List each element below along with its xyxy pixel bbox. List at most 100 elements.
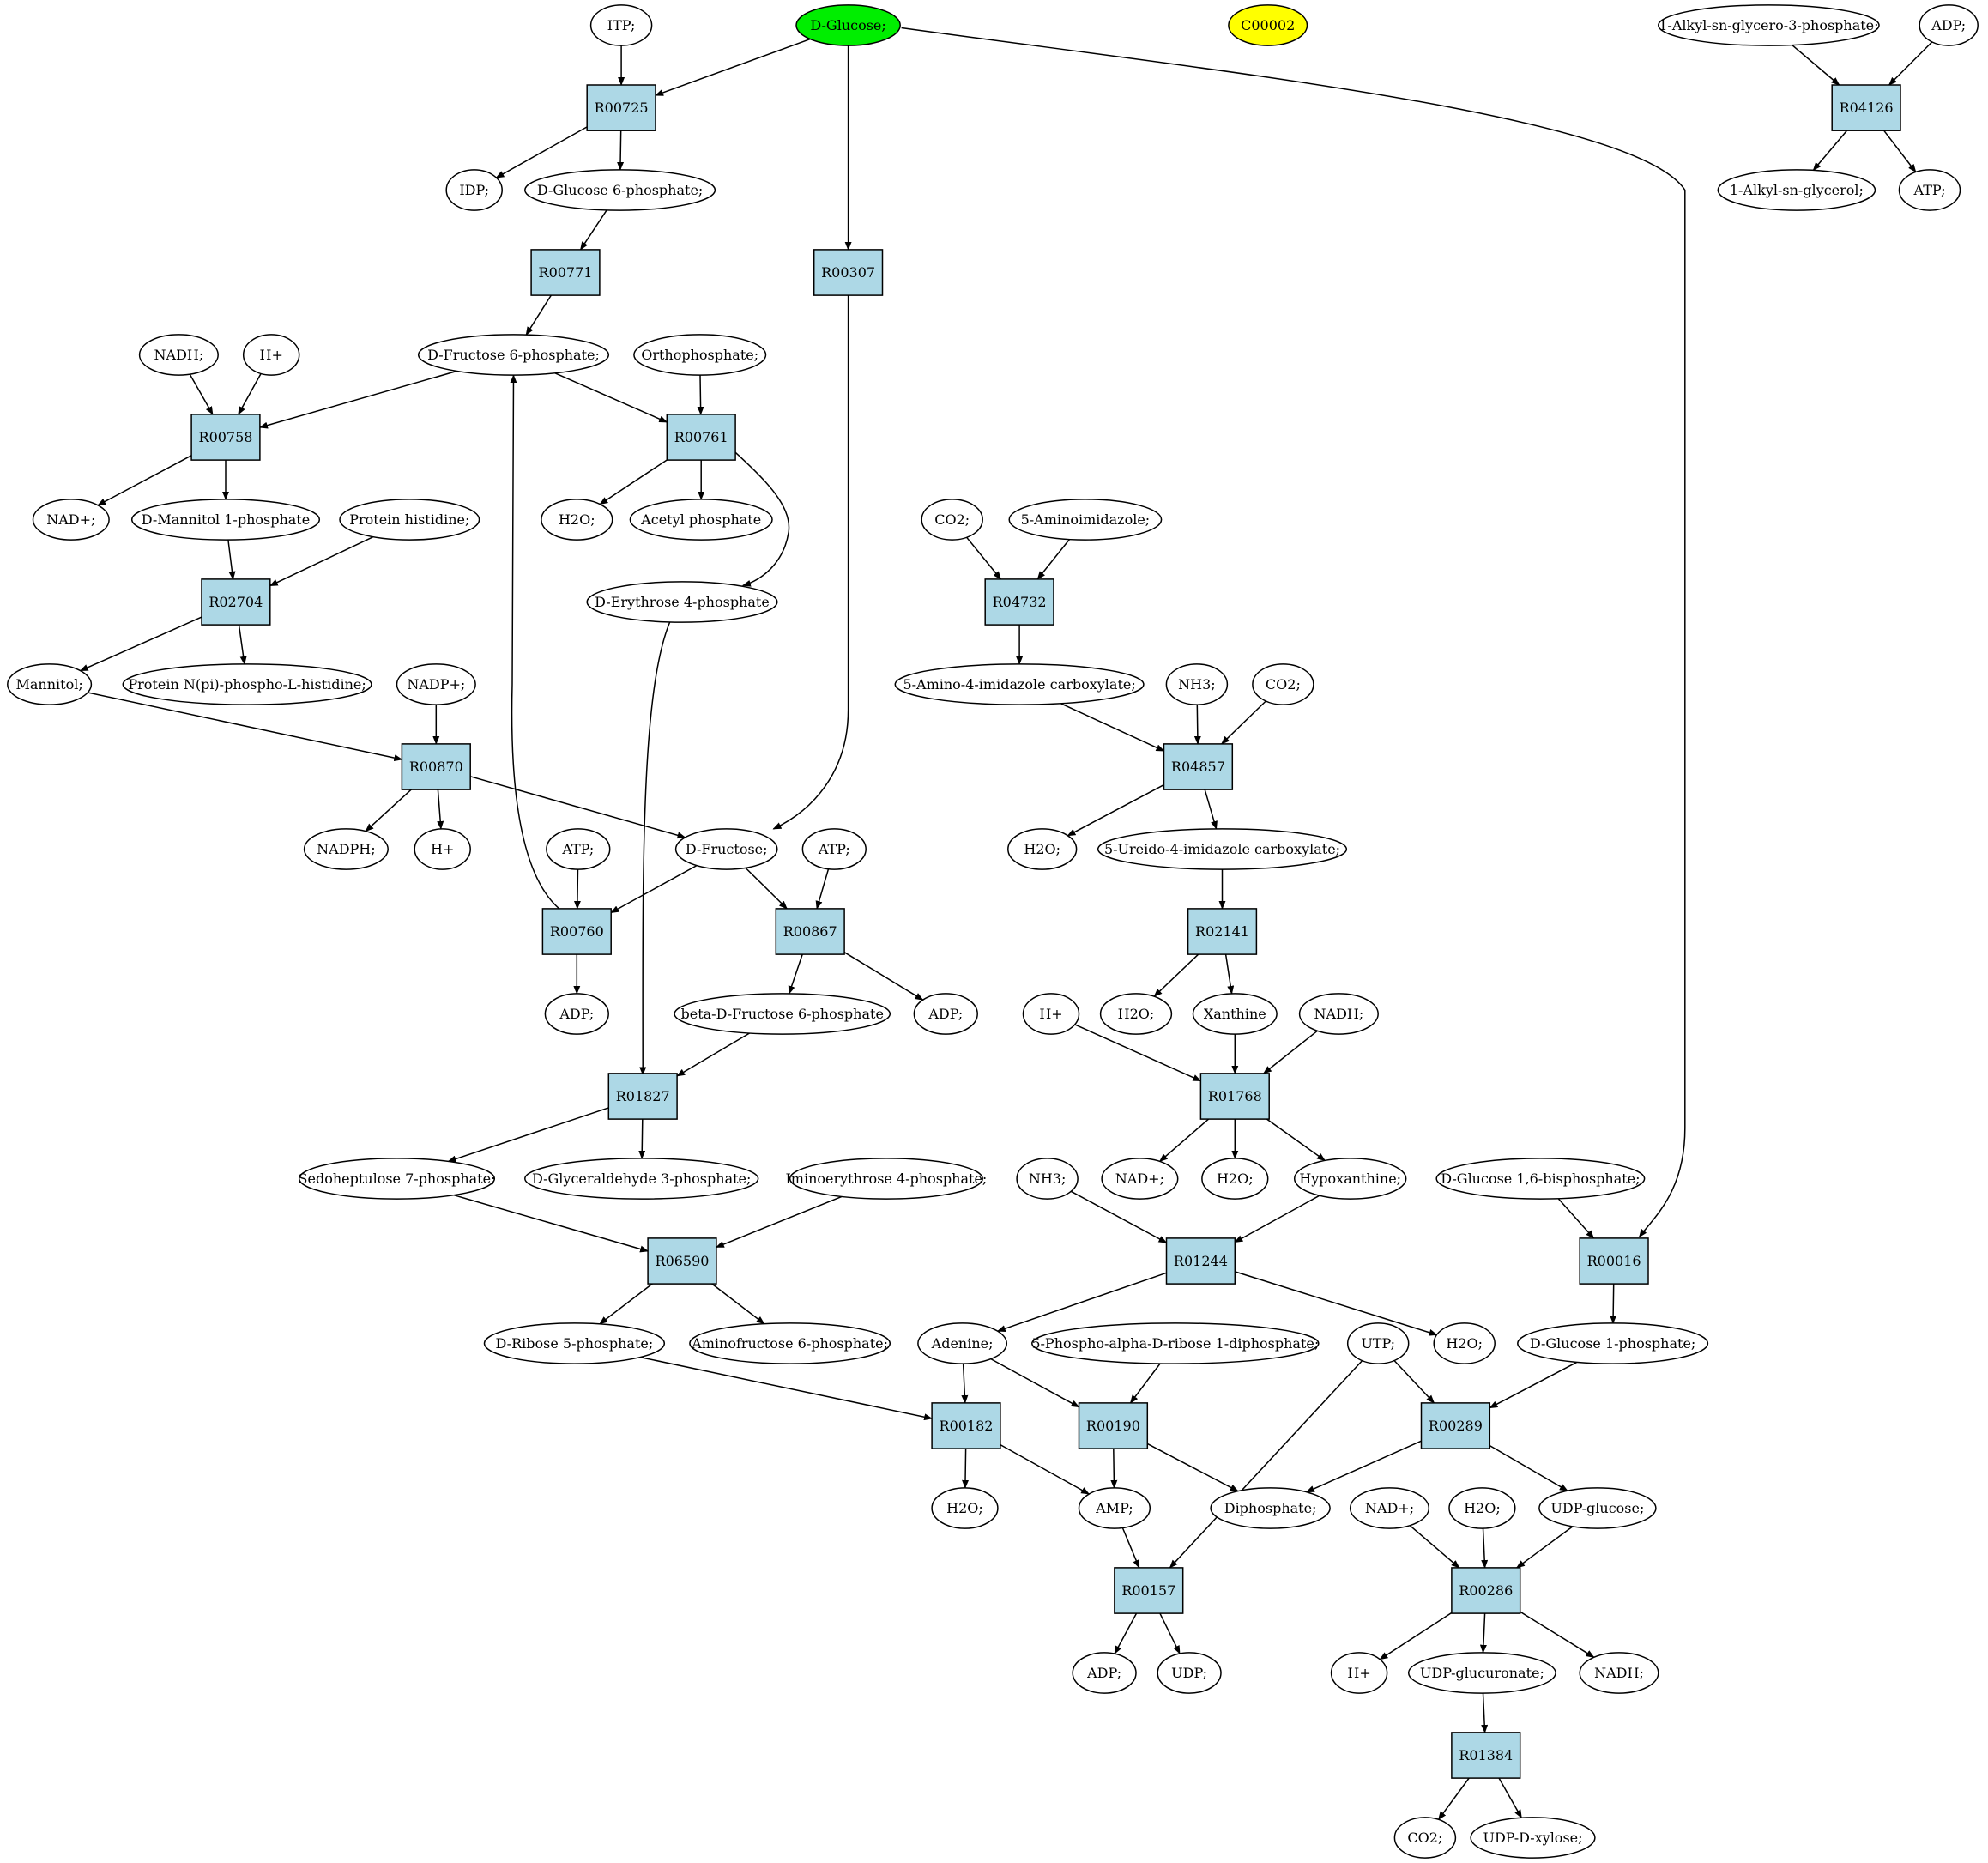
compound-node-h2o-2[interactable]: H2O; [1007, 828, 1078, 870]
compound-node-nad-3[interactable]: NAD+; [1349, 1487, 1430, 1529]
compound-node-g3p[interactable]: D-Glyceraldehyde 3-phosphate; [524, 1158, 759, 1200]
edge-R01244-to-h2o_5 [1235, 1271, 1438, 1336]
compound-node-hypox[interactable]: Hypoxanthine; [1293, 1158, 1407, 1200]
compound-node-mannitol1p[interactable]: D-Mannitol 1-phosphate [130, 499, 321, 541]
compound-node-adp-2[interactable]: ADP; [913, 993, 978, 1035]
compound-node-co2-1[interactable]: CO2; [921, 499, 983, 541]
reaction-node-r02141[interactable]: R02141 [1187, 908, 1258, 955]
reaction-node-r04126[interactable]: R04126 [1831, 84, 1901, 131]
compound-node-h-1[interactable]: H+ [242, 334, 300, 376]
compound-node-af6p[interactable]: Aminofructose 6-phosphate; [689, 1322, 891, 1364]
reaction-box [984, 578, 1054, 626]
compound-node-h2o-6[interactable]: H2O; [931, 1487, 999, 1529]
reaction-node-r00870[interactable]: R00870 [401, 743, 471, 790]
compound-ellipse [1007, 828, 1078, 870]
compound-node-nh3-1[interactable]: NH3; [1165, 663, 1229, 705]
compound-node-atp-1[interactable]: ATP; [546, 828, 611, 870]
compound-node-atp-2[interactable]: ATP; [801, 828, 867, 870]
compound-node-itp[interactable]: ITP; [589, 4, 653, 46]
reaction-node-r00758[interactable]: R00758 [190, 414, 261, 461]
compound-node-f6p[interactable]: D-Fructose 6-phosphate; [417, 334, 610, 376]
compound-node-alkylg3p[interactable]: 1-Alkyl-sn-glycero-3-phosphate; [1658, 4, 1880, 46]
compound-node-nad-1[interactable]: NAD+; [32, 499, 110, 541]
compound-node-udpgluc[interactable]: UDP-glucuronate; [1407, 1652, 1556, 1694]
compound-node-co2-3[interactable]: CO2; [1393, 1817, 1457, 1859]
compound-node-bf6p[interactable]: beta-D-Fructose 6-phosphate [674, 993, 891, 1035]
compound-node-udpxyl[interactable]: UDP-D-xylose; [1470, 1817, 1596, 1859]
compound-node-adenine[interactable]: Adenine; [917, 1322, 1008, 1364]
compound-node-g16bp[interactable]: D-Glucose 1,6-bisphosphate; [1435, 1158, 1646, 1200]
reaction-node-r00182[interactable]: R00182 [931, 1402, 1001, 1449]
compound-node-diphos[interactable]: Diphosphate; [1210, 1487, 1331, 1529]
compound-label: beta-D-Fructose 6-phosphate [680, 1006, 883, 1022]
reaction-node-r00771[interactable]: R00771 [530, 249, 601, 296]
compound-node-e4p[interactable]: D-Erythrose 4-phosphate [586, 581, 778, 623]
compound-node-acetylp[interactable]: Acetyl phosphate [629, 499, 773, 541]
reaction-node-r01384[interactable]: R01384 [1451, 1732, 1521, 1779]
compound-node-ortho[interactable]: Orthophosphate; [633, 334, 767, 376]
compound-node-h2o-4[interactable]: H2O; [1201, 1158, 1269, 1200]
compound-node-idp[interactable]: IDP; [445, 169, 503, 211]
compound-node-adp-1[interactable]: ADP; [544, 993, 609, 1035]
compound-node-atp-tr[interactable]: ATP; [1898, 169, 1961, 211]
compound-node-protein-his[interactable]: Protein histidine; [339, 499, 480, 541]
compound-node-s7p[interactable]: Sedoheptulose 7-phosphate; [299, 1158, 496, 1200]
compound-node-nadh-1[interactable]: NADH; [138, 334, 219, 376]
compound-node-nad-2[interactable]: NAD+; [1101, 1158, 1179, 1200]
compound-node-h2o-3[interactable]: H2O; [1099, 993, 1173, 1035]
compound-node-h2o-7[interactable]: H2O; [1448, 1487, 1516, 1529]
compound-node-h-3[interactable]: H+ [1022, 993, 1080, 1035]
reaction-node-r00190[interactable]: R00190 [1078, 1402, 1149, 1449]
edge-adenine-to-R00190 [990, 1358, 1080, 1408]
reaction-node-r02704[interactable]: R02704 [201, 578, 271, 626]
reaction-label: R00190 [1086, 1418, 1140, 1434]
compound-node-glucose[interactable]: D-Glucose; [795, 4, 901, 46]
reaction-node-r00157[interactable]: R00157 [1114, 1567, 1184, 1614]
reaction-node-r00867[interactable]: R00867 [775, 908, 845, 955]
reaction-node-r01827[interactable]: R01827 [607, 1073, 678, 1120]
compound-node-udp[interactable]: UDP; [1157, 1652, 1222, 1694]
compound-node-alkylglycerol[interactable]: 1-Alkyl-sn-glycerol; [1717, 169, 1876, 211]
compound-ellipse [546, 828, 611, 870]
compound-node-imino[interactable]: Iminoerythrose 4-phosphate; [785, 1158, 987, 1200]
reaction-node-r06590[interactable]: R06590 [647, 1237, 717, 1285]
compound-node-h2o-1[interactable]: H2O; [541, 499, 613, 541]
compound-node-nadh-3[interactable]: NADH; [1579, 1652, 1659, 1694]
compound-node-g6p[interactable]: D-Glucose 6-phosphate; [524, 169, 716, 211]
reaction-node-r00761[interactable]: R00761 [666, 414, 736, 461]
compound-node-nadh-2[interactable]: NADH; [1298, 993, 1379, 1035]
compound-node-h-2[interactable]: H+ [414, 828, 471, 870]
reaction-node-r04857[interactable]: R04857 [1163, 743, 1234, 790]
compound-node-amp[interactable]: AMP; [1078, 1487, 1151, 1529]
compound-node-mannitol[interactable]: Mannitol; [7, 663, 93, 705]
compound-node-utp[interactable]: UTP; [1346, 1322, 1410, 1364]
compound-node-nh3-2[interactable]: NH3; [1016, 1158, 1079, 1200]
compound-node-nadph[interactable]: NADPH; [303, 828, 389, 870]
compound-node-c00002[interactable]: C00002 [1228, 4, 1308, 46]
reaction-node-r00286[interactable]: R00286 [1451, 1567, 1521, 1614]
compound-node-ureido[interactable]: 5-Ureido-4-imidazole carboxylate; [1097, 828, 1348, 870]
reaction-node-r00760[interactable]: R00760 [541, 908, 612, 955]
reaction-node-r01244[interactable]: R01244 [1165, 1237, 1236, 1285]
compound-node-adp-tr[interactable]: ADP; [1919, 4, 1979, 46]
reaction-node-r01768[interactable]: R01768 [1199, 1073, 1270, 1120]
compound-node-adp-3[interactable]: ADP; [1072, 1652, 1137, 1694]
compound-node-r5p[interactable]: D-Ribose 5-phosphate; [483, 1322, 666, 1364]
compound-node-h2o-5[interactable]: H2O; [1433, 1322, 1496, 1364]
reaction-node-r00016[interactable]: R00016 [1579, 1237, 1649, 1285]
compound-node-udpglc[interactable]: UDP-glucose; [1538, 1487, 1657, 1529]
reaction-node-r00289[interactable]: R00289 [1420, 1402, 1491, 1449]
compound-node-h-4[interactable]: H+ [1330, 1652, 1388, 1694]
compound-node-prpp[interactable]: 5-Phospho-alpha-D-ribose 1-diphosphate; [1031, 1322, 1320, 1364]
reaction-node-r00307[interactable]: R00307 [813, 249, 884, 296]
compound-node-fructose[interactable]: D-Fructose; [674, 828, 778, 870]
compound-node-g1p[interactable]: D-Glucose 1-phosphate; [1517, 1322, 1709, 1364]
compound-node-co2-2[interactable]: CO2; [1252, 663, 1314, 705]
compound-node-xanthine[interactable]: Xanthine [1192, 993, 1278, 1035]
reaction-node-r04732[interactable]: R04732 [984, 578, 1054, 626]
compound-node-proteinNpi[interactable]: Protein N(pi)-phospho-L-histidine; [122, 663, 372, 705]
compound-node-nadp[interactable]: NADP+; [396, 663, 476, 705]
compound-node-aminoimid[interactable]: 5-Aminoimidazole; [1008, 499, 1163, 541]
compound-node-aicarb[interactable]: 5-Amino-4-imidazole carboxylate; [894, 663, 1145, 705]
reaction-node-r00725[interactable]: R00725 [586, 84, 656, 131]
